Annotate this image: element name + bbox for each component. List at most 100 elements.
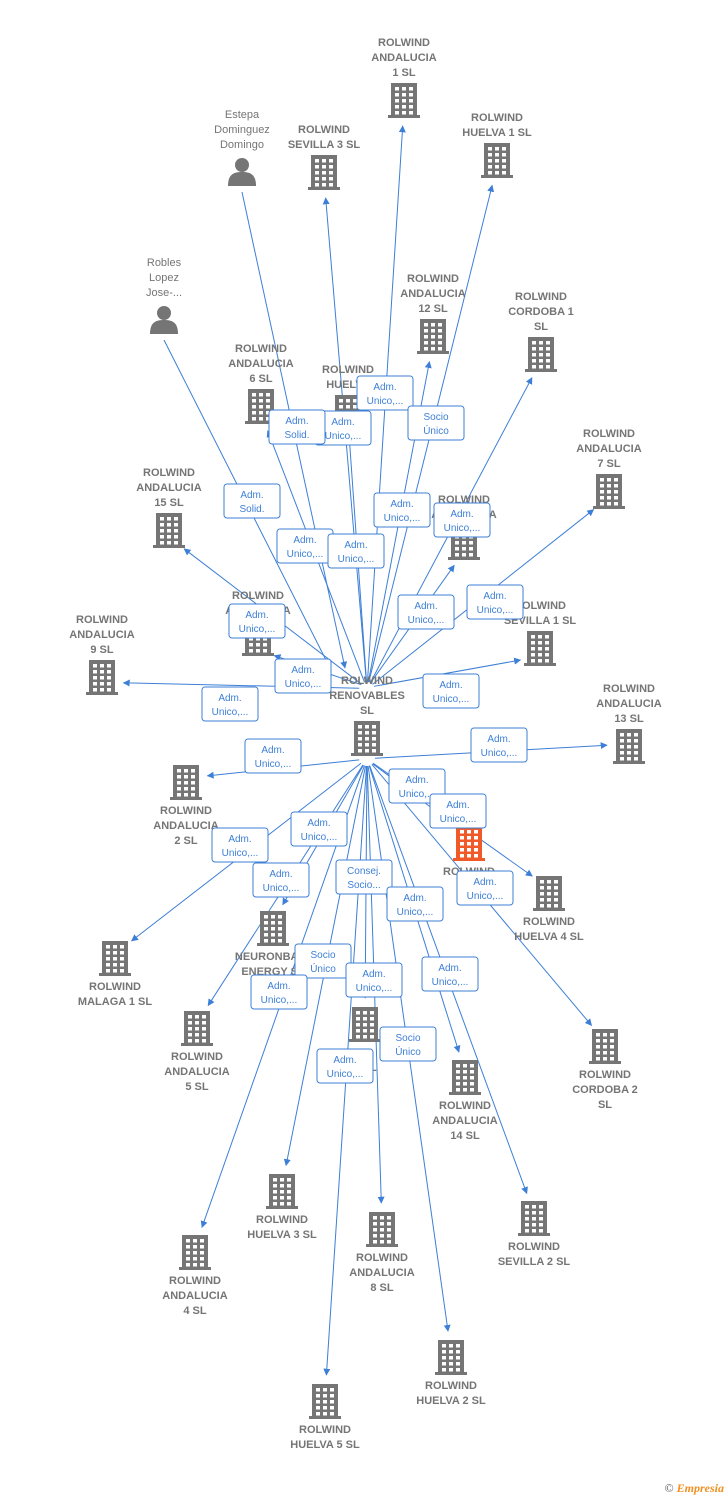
edge-label[interactable]: Adm.Unico,... bbox=[276, 528, 334, 564]
node-label: MALAGA 1 SL bbox=[78, 996, 152, 1008]
edge-label-text: Unico,... bbox=[367, 396, 404, 407]
edge-label-text: Adm. bbox=[267, 981, 290, 992]
node-label: ANDALUCIA bbox=[400, 288, 465, 300]
edge-label[interactable]: Adm.Unico,... bbox=[274, 658, 332, 694]
edge-label[interactable]: Adm.Unico,... bbox=[429, 793, 487, 829]
person-node[interactable]: RoblesLopezJose-... bbox=[146, 257, 182, 334]
relationship-edge bbox=[374, 657, 522, 687]
edge-label[interactable]: Adm.Unico,... bbox=[252, 862, 310, 898]
edge-label-text: Solid. bbox=[284, 430, 309, 441]
edge-label-text: Adm. bbox=[269, 869, 292, 880]
node-label: 6 SL bbox=[249, 373, 273, 385]
edge-label[interactable]: Adm.Solid. bbox=[268, 409, 326, 445]
edge-label[interactable]: Adm.Unico,... bbox=[345, 962, 403, 998]
building-icon bbox=[524, 631, 556, 666]
node-label: 8 SL bbox=[370, 1282, 394, 1294]
building-icon bbox=[257, 911, 289, 946]
edge-label[interactable]: Adm.Unico,... bbox=[422, 673, 480, 709]
edge-label-text: Adm. bbox=[439, 680, 462, 691]
building-icon bbox=[170, 765, 202, 800]
edge-label[interactable]: Adm.Unico,... bbox=[356, 375, 414, 411]
edge-label[interactable]: Adm.Unico,... bbox=[244, 738, 302, 774]
node-label: ROLWIND bbox=[299, 1424, 351, 1436]
edge-label[interactable]: Adm.Unico,... bbox=[250, 974, 308, 1010]
node-label: HUELVA 3 SL bbox=[247, 1229, 317, 1241]
edge-label[interactable]: Adm.Unico,... bbox=[327, 533, 385, 569]
edge-label[interactable]: Consej.Socio... bbox=[335, 859, 393, 895]
building-icon bbox=[181, 1011, 213, 1046]
edge-label[interactable]: Adm.Unico,... bbox=[421, 956, 479, 992]
edge-label-text: Adm. bbox=[228, 834, 251, 845]
edge-label-text: Unico,... bbox=[408, 615, 445, 626]
company-node[interactable]: ROLWIND ANDALUCIA 9 SL bbox=[69, 614, 135, 695]
edge-label-text: Unico,... bbox=[327, 1069, 364, 1080]
footer-brand[interactable]: © Empresia bbox=[665, 1481, 724, 1496]
edge-label-text: Unico,... bbox=[356, 983, 393, 994]
node-label: ROLWIND bbox=[579, 1069, 631, 1081]
edge-label-text: Unico,... bbox=[325, 431, 362, 442]
edge-label[interactable]: Adm.Unico,... bbox=[228, 603, 286, 639]
node-label: ROLWIND bbox=[508, 1241, 560, 1253]
edge-label[interactable]: Adm.Unico,... bbox=[290, 811, 348, 847]
node-label: ANDALUCIA bbox=[69, 629, 134, 641]
building-icon bbox=[417, 319, 449, 354]
edge-label-text: Adm. bbox=[390, 499, 413, 510]
node-label: ANDALUCIA bbox=[371, 52, 436, 64]
node-label: 9 SL bbox=[90, 644, 114, 656]
node-label: ROLWIND bbox=[76, 614, 128, 626]
edge-label[interactable]: Adm.Unico,... bbox=[211, 827, 269, 863]
node-label: ROLWIND bbox=[471, 112, 523, 124]
node-label: SL bbox=[534, 321, 548, 333]
edge-label-text: Adm. bbox=[414, 601, 437, 612]
edge-label[interactable]: Adm.Unico,... bbox=[373, 492, 431, 528]
edge-label-text: Unico,... bbox=[301, 832, 338, 843]
edge-label[interactable]: Adm.Unico,... bbox=[316, 1048, 374, 1084]
building-icon bbox=[481, 143, 513, 178]
edge-label[interactable]: Adm. Unico,... bbox=[397, 594, 455, 630]
copyright-icon: © bbox=[664, 1481, 674, 1495]
edge-label-text: Socio bbox=[395, 1033, 420, 1044]
edge-label[interactable]: Adm.Solid. bbox=[223, 483, 281, 519]
edge-label[interactable]: Adm.Unico,... bbox=[386, 886, 444, 922]
node-label: ANDALUCIA bbox=[576, 443, 641, 455]
edge-label[interactable]: Adm.Unico,... bbox=[201, 686, 259, 722]
node-label: ROLWIND bbox=[439, 1100, 491, 1112]
edge-label[interactable]: Adm.Unico,... bbox=[466, 584, 524, 620]
edge-label[interactable]: Adm.Unico,... bbox=[433, 502, 491, 538]
edge-label[interactable]: Adm.Unico,... bbox=[470, 727, 528, 763]
node-label: ANDALUCIA bbox=[349, 1267, 414, 1279]
node-label: ROLWIND bbox=[160, 805, 212, 817]
edge-label-text: Consej. bbox=[347, 866, 381, 877]
building-icon bbox=[153, 513, 185, 548]
edge-label[interactable]: Adm.Unico,... bbox=[456, 870, 514, 906]
